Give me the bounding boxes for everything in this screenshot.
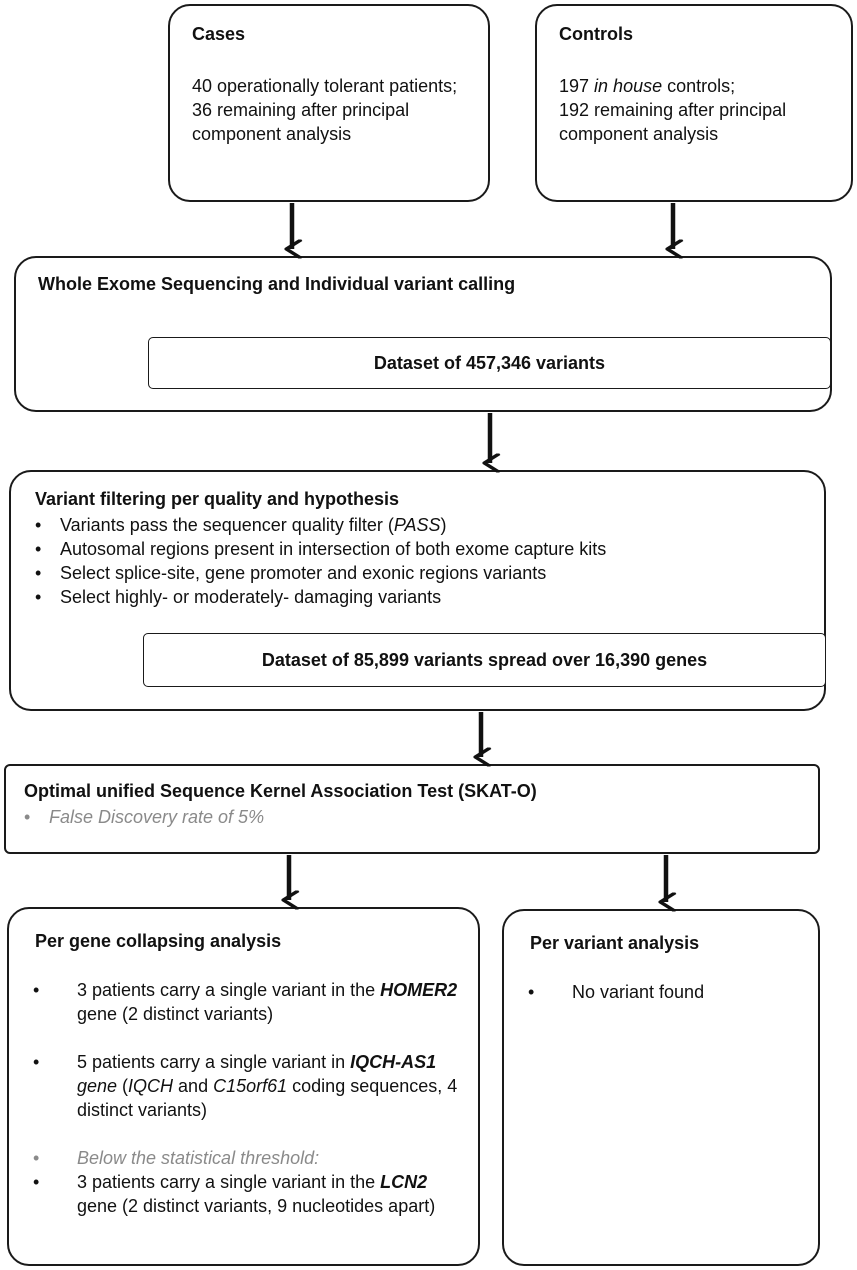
filtering-item-pass: Variants pass the sequencer quality filt… [33,513,813,537]
per-gene-threshold-note: Below the statistical threshold: [29,1146,459,1170]
controls-in-house: in house [594,76,663,96]
wes-dataset-box: Dataset of 457,346 variants [148,337,831,389]
controls-text: 197 in house controls; 192 remaining aft… [559,74,849,146]
controls-line2: 192 remaining after principal component … [559,100,787,144]
per-gene-list: 3 patients carry a single variant in the… [29,978,459,1218]
per-variant-title: Per variant analysis [530,933,700,953]
per-gene-item-homer2: 3 patients carry a single variant in the… [29,978,459,1026]
skat-title: Optimal unified Sequence Kernel Associat… [24,781,537,801]
skat-fdr-note: False Discovery rate of 5% [22,805,802,829]
cases-title: Cases [192,24,246,44]
filtering-item-autosomal: Autosomal regions present in intersectio… [33,537,813,561]
filtering-item-splice: Select splice-site, gene promoter and ex… [33,561,813,585]
filtering-item-damaging: Select highly- or moderately- damaging v… [33,585,813,609]
skat-notes: False Discovery rate of 5% [22,805,802,829]
per-gene-title: Per gene collapsing analysis [35,931,282,951]
cases-text: 40 operationally tolerant patients; 36 r… [192,76,458,144]
per-variant-item: No variant found [524,980,804,1004]
controls-title: Controls [559,24,633,44]
filtering-list: Variants pass the sequencer quality filt… [33,513,813,609]
controls-count: 197 [559,76,595,96]
per-variant-box: Per variant analysis No variant found [502,909,820,1266]
per-gene-box: Per gene collapsing analysis 3 patients … [7,907,480,1266]
filtering-title: Variant filtering per quality and hypoth… [35,489,400,509]
per-gene-item-iqch: 5 patients carry a single variant in IQC… [29,1050,459,1122]
per-variant-list: No variant found [524,980,804,1004]
wes-title: Whole Exome Sequencing and Individual va… [38,274,516,294]
per-gene-item-lcn2: 3 patients carry a single variant in the… [29,1170,459,1218]
cases-box: Cases 40 operationally tolerant patients… [168,4,490,202]
filtering-dataset-box: Dataset of 85,899 variants spread over 1… [143,633,826,687]
controls-rest: controls; [662,76,736,96]
controls-box: Controls 197 in house controls; 192 rema… [535,4,853,202]
skat-box: Optimal unified Sequence Kernel Associat… [4,764,820,854]
